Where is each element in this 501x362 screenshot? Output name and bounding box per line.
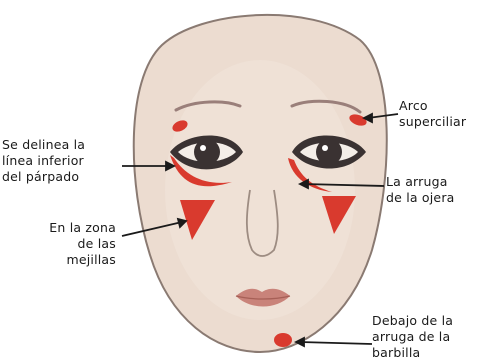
right-iris	[316, 139, 342, 165]
label-delinea-parpado: Se delinea la línea inferior del párpado	[2, 137, 85, 185]
label-arruga-ojera: La arruga de la ojera	[386, 174, 455, 206]
label-arco-superciliar: Arco superciliar	[399, 98, 466, 130]
label-mejillas: En la zona de las mejillas	[30, 220, 116, 268]
arrow-chin	[300, 342, 372, 344]
chin-spot	[274, 333, 292, 347]
left-iris	[194, 139, 220, 165]
label-barbilla: Debajo de la arruga de la barbilla	[372, 313, 453, 361]
